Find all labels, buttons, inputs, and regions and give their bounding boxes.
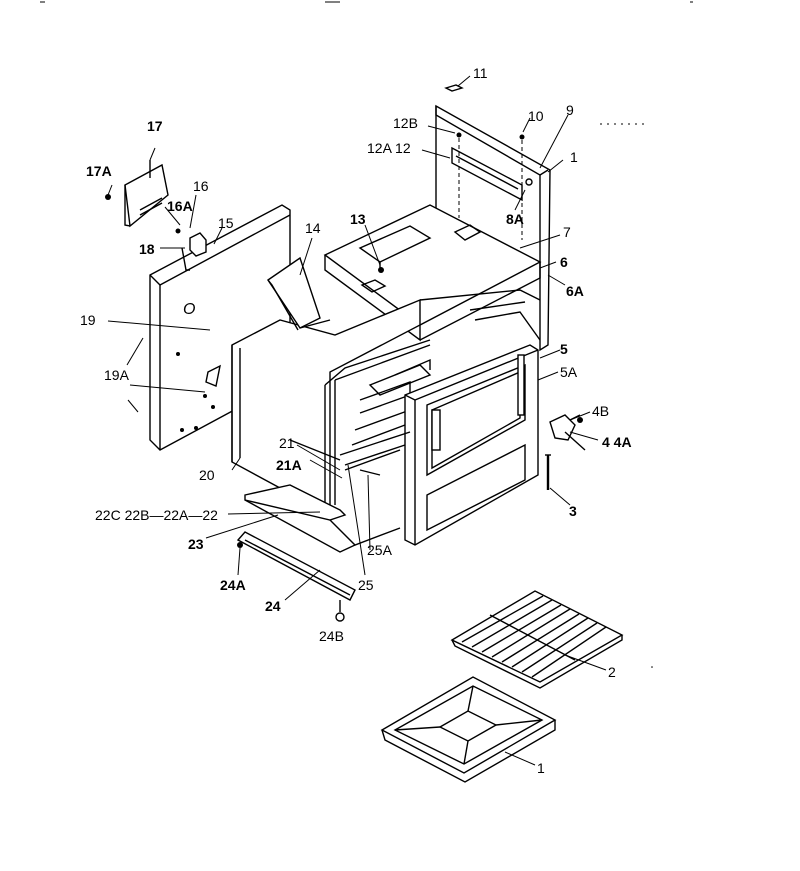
hinge-pin [545,454,551,490]
oven-liner [231,298,431,517]
label-24b: 24B [319,628,344,644]
label-10: 10 [528,108,544,124]
label-9: 9 [566,102,574,118]
label-23: 23 [188,536,204,552]
label-6: 6 [560,254,568,270]
label-7: 7 [563,224,571,240]
label-19: 19 [80,312,96,328]
label-4b: 4B [592,403,609,419]
label-11: 11 [473,65,488,81]
label-16a: 16A [167,198,193,214]
broiler-pan [380,676,557,783]
label-13: 13 [350,211,366,227]
label-25: 25 [358,577,374,593]
label-2: 2 [608,664,616,680]
switch-block [175,228,207,271]
label-6a: 6A [566,283,584,299]
label-21: 21 [279,435,295,451]
scan-marks [40,1,693,668]
label-16: 16 [193,178,209,194]
knob-cap [444,84,464,92]
label-20: 20 [199,467,215,483]
label-21a: 21A [276,457,302,473]
vent-bracket [105,160,169,228]
label-24a: 24A [220,577,246,593]
label-14: 14 [305,220,321,236]
label-8a: 8A [506,211,524,227]
kick-panel [236,531,356,622]
leader-lines [107,75,607,766]
label-12a-12: 12A 12 [367,140,411,156]
oven-interior [344,289,541,476]
label-18: 18 [139,241,155,257]
label-5a: 5A [560,364,578,380]
label-25a: 25A [367,542,393,558]
label-1-bottom: 1 [537,760,545,776]
label-19a: 19A [104,367,130,383]
flue-duct [267,256,331,331]
label-1-top: 1 [570,149,578,165]
label-17a: 17A [86,163,112,179]
label-24: 24 [265,598,281,614]
panel-mark: O [183,301,195,318]
door-hinge [549,414,586,451]
oven-rack [450,590,624,689]
part-labels: 11 12B 10 9 12A 12 1 17 17A 16 16A 15 18… [80,65,632,776]
label-12b: 12B [393,115,418,131]
label-17: 17 [147,118,163,134]
label-15: 15 [218,215,234,231]
oven-door [404,344,539,546]
label-22-group: 22C 22B—22A—22 [95,507,218,523]
bottom-panel [244,431,411,553]
label-3: 3 [569,503,577,519]
label-5: 5 [560,341,568,357]
top-panel [323,204,542,342]
label-4-4a: 4 4A [602,434,632,450]
